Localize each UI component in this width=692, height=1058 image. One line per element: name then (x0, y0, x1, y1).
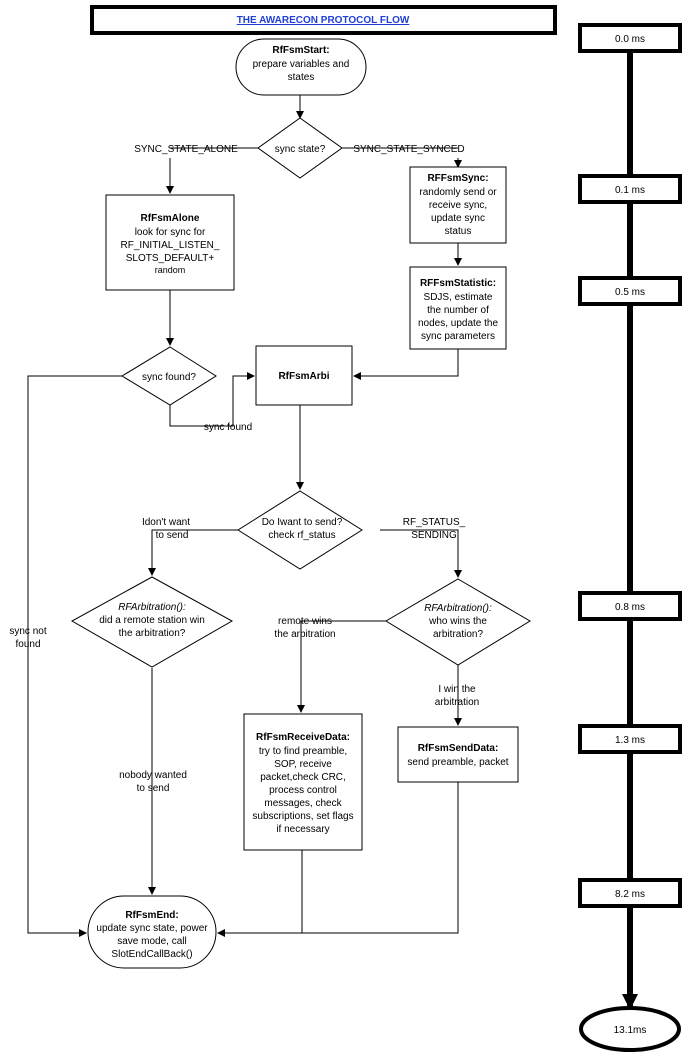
label-i-win: I win the (438, 684, 476, 695)
node-receive-data: RfFsmReceiveData: try to find preamble, … (243, 713, 363, 851)
diagram-title: THE AWARECON PROTOCOL FLOW (237, 15, 410, 26)
decision-arb-who-line: who wins the (428, 616, 487, 627)
node-start-line: prepare variables and (253, 59, 350, 70)
label-i-win: arbitration (435, 697, 479, 708)
label-sync-state-alone: SYNC_STATE_ALONE (134, 144, 238, 155)
label-dont-want: to send (156, 530, 189, 541)
edge-dont-want (148, 529, 238, 576)
label-dont-want: Idon't want (142, 517, 190, 528)
decision-arb-remote-func: RFArbitration(): (118, 602, 186, 613)
node-sync: RFFsmSync: randomly send or receive sync… (409, 166, 507, 244)
decision-arb-who: RFArbitration(): who wins the arbitratio… (385, 578, 531, 666)
label-rf-status-sending: RF_STATUS_ (403, 517, 466, 528)
timeline: 0.0 ms 0.1 ms 0.5 ms 0.8 ms 1.3 ms 8.2 m… (578, 23, 682, 1052)
timeline-mark-label: 8.2 ms (615, 889, 645, 900)
node-receive-line: SOP, receive (274, 759, 332, 770)
decision-arb-remote: RFArbitration(): did a remote station wi… (70, 576, 234, 668)
timeline-mark: 8.2 ms (578, 878, 682, 908)
node-statistic-line: sync parameters (421, 331, 495, 342)
timeline-mark: 0.5 ms (578, 276, 682, 306)
node-arbi-title: RfFsmArbi (278, 371, 329, 382)
node-receive-line: messages, check (264, 798, 342, 809)
decision-sync-found: sync found? (121, 346, 217, 406)
edge-want-send (380, 529, 462, 578)
flow-edges (27, 95, 462, 937)
label-sync-state-synced: SYNC_STATE_SYNCED (353, 144, 464, 155)
decision-sync-found-label: sync found? (142, 372, 196, 383)
node-start: RfFsmStart: prepare variables and states (235, 38, 367, 96)
node-statistic-title: RFFsmStatistic: (420, 278, 496, 289)
node-sync-line: status (445, 226, 472, 237)
node-end-line: save mode, call (117, 936, 186, 947)
title-box: THE AWARECON PROTOCOL FLOW (90, 5, 557, 35)
decision-sync-state-label: sync state? (275, 144, 326, 155)
timeline-mark-label: 0.1 ms (615, 185, 645, 196)
timeline-mark: 0.0 ms (578, 23, 682, 53)
decision-arb-remote-line: did a remote station win (99, 615, 205, 626)
node-start-line: states (288, 72, 315, 83)
node-receive-title: RfFsmReceiveData: (256, 732, 350, 743)
timeline-mark: 1.3 ms (578, 724, 682, 754)
label-sync-found: sync found (204, 422, 252, 433)
node-alone-line: SLOTS_DEFAULT+ (126, 253, 215, 264)
timeline-end-label: 13.1ms (614, 1025, 647, 1036)
decision-sync-state: sync state? (257, 117, 343, 179)
node-alone: RfFsmAlone look for sync for RF_INITIAL_… (105, 194, 235, 291)
node-statistic-line: nodes, update the (418, 318, 499, 329)
label-sync-not-found: sync not (9, 626, 46, 637)
timeline-mark-label: 0.0 ms (615, 34, 645, 45)
label-nobody-wanted: to send (137, 783, 170, 794)
node-end: RfFsmEnd: update sync state, power save … (87, 895, 217, 969)
node-sync-line: update sync (431, 213, 485, 224)
node-statistic: RFFsmStatistic: SDJS, estimate the numbe… (409, 266, 507, 350)
edge-sync-found-yes (169, 372, 255, 427)
timeline-mark-label: 0.8 ms (615, 602, 645, 613)
node-receive-line: try to find preamble, (259, 746, 347, 757)
timeline-mark-label: 1.3 ms (615, 735, 645, 746)
decision-arb-who-line: arbitration? (433, 629, 483, 640)
node-end-line: SlotEndCallBack() (111, 949, 192, 960)
node-start-title: RfFsmStart: (272, 45, 329, 56)
timeline-end: 13.1ms (579, 1006, 681, 1052)
node-sync-line: randomly send or (419, 187, 497, 198)
node-statistic-line: the number of (427, 305, 489, 316)
node-receive-line: if necessary (276, 824, 329, 835)
label-sync-not-found: found (15, 639, 40, 650)
node-sync-title: RFFsmSync: (427, 173, 488, 184)
timeline-mark-label: 0.5 ms (615, 287, 645, 298)
node-end-title: RfFsmEnd: (125, 910, 178, 921)
node-receive-line: process control (269, 785, 337, 796)
edge-sync-not-found (27, 375, 122, 937)
decision-arb-remote-line: the arbitration? (119, 628, 186, 639)
node-end-line: update sync state, power (96, 923, 208, 934)
node-receive-line: subscriptions, set flags (252, 811, 353, 822)
decision-arb-who-func: RFArbitration(): (424, 603, 492, 614)
node-alone-line: look for sync for (135, 227, 206, 238)
label-nobody-wanted: nobody wanted (119, 770, 187, 781)
node-statistic-line: SDJS, estimate (424, 292, 493, 303)
node-arbi: RfFsmArbi (255, 345, 353, 406)
timeline-mark: 0.1 ms (578, 174, 682, 204)
decision-want-send-line: check rf_status (268, 530, 335, 541)
edge-statistic-to-arbi (353, 349, 459, 380)
edge-labels: SYNC_STATE_ALONE SYNC_STATE_SYNCED sync … (9, 144, 479, 794)
node-alone-title: RfFsmAlone (141, 213, 200, 224)
decision-want-send-line: Do Iwant to send? (262, 517, 343, 528)
node-send-title: RfFsmSendData: (418, 743, 499, 754)
node-sync-line: receive sync, (429, 200, 487, 211)
node-send-line: send preamble, packet (407, 757, 508, 768)
edge-remote-wins (297, 620, 386, 713)
node-send-data: RfFsmSendData: send preamble, packet (397, 726, 519, 783)
timeline-mark: 0.8 ms (578, 591, 682, 621)
node-alone-line: RF_INITIAL_LISTEN_ (121, 240, 220, 251)
label-remote-wins: remote wins (278, 616, 332, 627)
label-remote-wins: the arbitration (274, 629, 335, 640)
node-alone-line: random (155, 265, 186, 275)
edge-send-to-end (217, 782, 459, 937)
label-rf-status-sending: SENDING (411, 530, 457, 541)
node-receive-line: packet,check CRC, (260, 772, 346, 783)
decision-want-send: Do Iwant to send? check rf_status (237, 490, 363, 570)
